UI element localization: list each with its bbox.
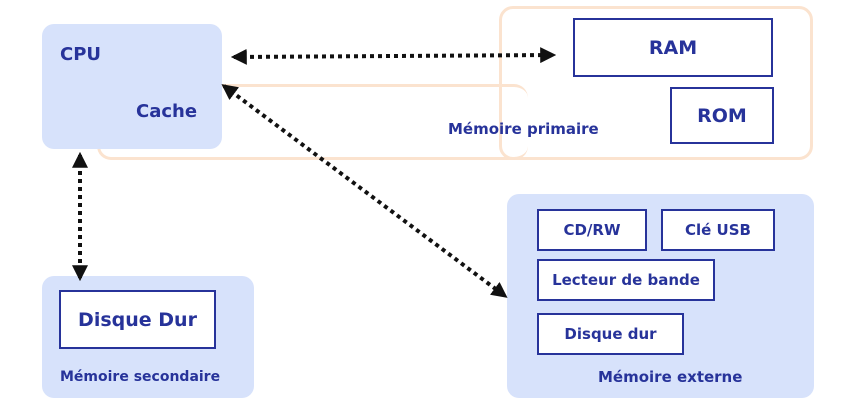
cache-external-arrow [221,84,508,298]
cache-label: Cache [136,101,198,122]
cdrw-box: CD/RW [537,209,647,251]
hard-disk-box: Disque Dur [59,290,216,349]
tape-reader-box: Lecteur de bande [537,259,715,301]
secondary-memory-label: Mémoire secondaire [60,369,221,385]
cpu-label: CPU [60,44,102,65]
primary-memory-outline [499,6,813,160]
cpu-zone [42,24,222,149]
rom-box: ROM [670,87,774,144]
external-disk-box: Disque dur [537,313,684,355]
ram-box: RAM [573,18,773,77]
external-memory-label: Mémoire externe [598,368,743,386]
cpu-ram-arrow [230,47,557,65]
usb-key-box: Clé USB [661,209,775,251]
